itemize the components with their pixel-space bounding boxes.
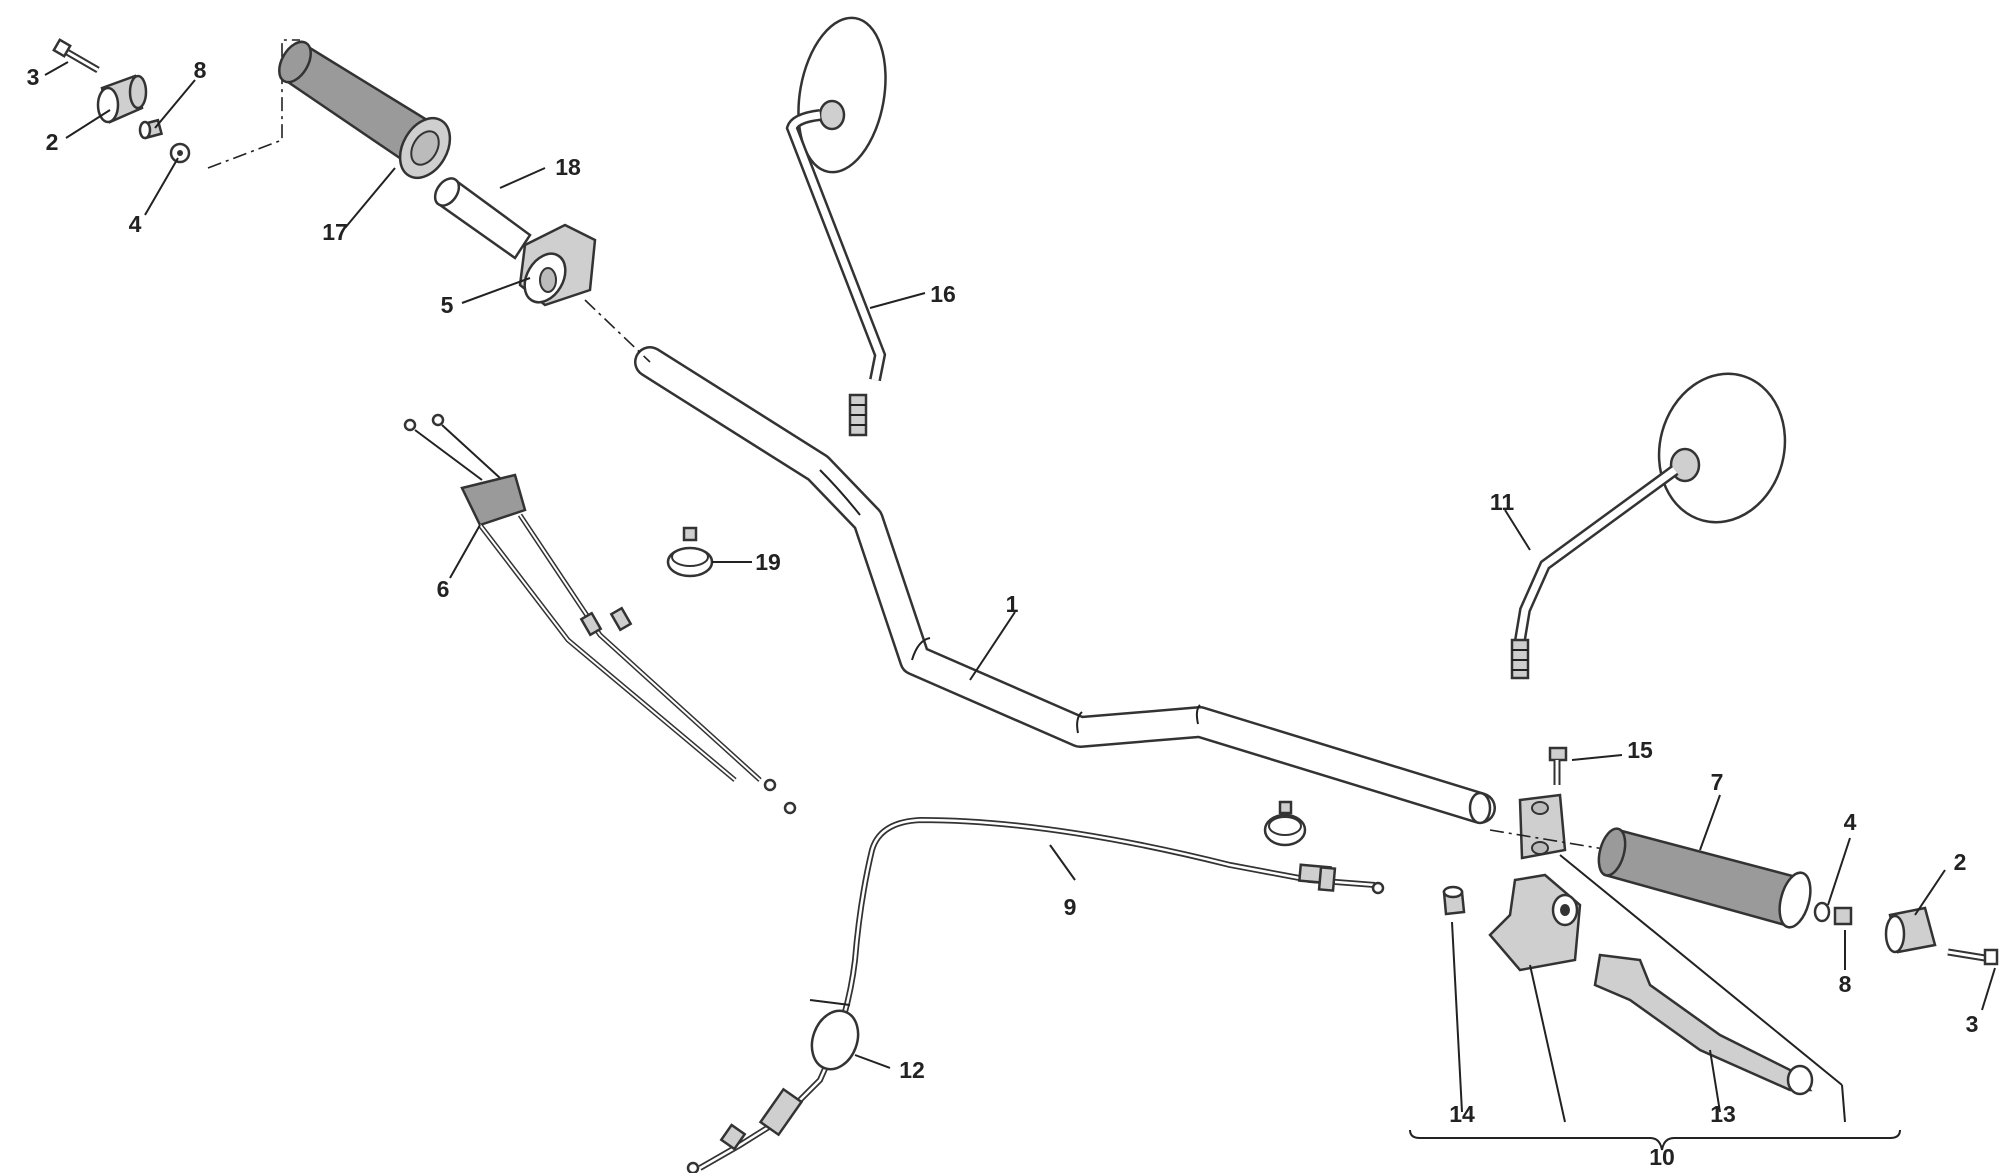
callout-4-washer-right: 4 — [1844, 809, 1857, 835]
callout-17-grip-left: 17 — [322, 219, 348, 245]
right-washer — [1813, 901, 1831, 923]
callout-10-clutch-assembly: 10 — [1649, 1144, 1675, 1170]
callout-15-clamp-screw: 15 — [1627, 737, 1653, 763]
left-mirror — [785, 16, 887, 437]
callout-16-mirror-left: 16 — [930, 281, 956, 307]
callout-5-throttle-housing: 5 — [441, 292, 454, 318]
left-washer — [169, 142, 191, 164]
clamp-screw — [1548, 746, 1568, 785]
handlebar — [634, 346, 1496, 825]
right-spacer — [1833, 906, 1853, 926]
throttle-cables — [403, 413, 797, 815]
callout-4-washer-left: 4 — [129, 211, 142, 237]
left-axis-line — [207, 39, 300, 169]
callout-11-mirror-right: 11 — [1490, 489, 1515, 515]
callout-1-bar: 1 — [1006, 591, 1019, 617]
left-grip — [278, 40, 452, 180]
callout-18-throttle-tube: 18 — [555, 154, 581, 180]
callout-19-band-clamp: 19 — [755, 549, 781, 575]
band-clamp — [666, 526, 714, 578]
throttle-housing — [518, 223, 597, 307]
left-bar-end-weight — [96, 74, 148, 124]
cable-clip — [809, 999, 860, 1071]
left-bar-end-screw — [52, 38, 100, 74]
callout-6-throttle-cable: 6 — [437, 576, 450, 602]
callout-2-weight-right: 2 — [1954, 849, 1967, 875]
right-grip — [1597, 827, 1812, 929]
callout-3-screw-right: 3 — [1966, 1011, 1979, 1037]
clutch-cable — [686, 816, 1385, 1173]
callout-3-screw-left: 3 — [27, 64, 40, 90]
throttle-axis-line — [584, 299, 651, 363]
right-bar-end-screw — [1947, 948, 1999, 966]
clutch-master-body — [1488, 873, 1582, 972]
callout-8-spacer-left: 8 — [194, 57, 207, 83]
callout-9-clutch-cable: 9 — [1064, 894, 1077, 920]
group-bracket — [1409, 1129, 1901, 1151]
callout-7-grip-right: 7 — [1711, 769, 1724, 795]
callout-8-spacer-right: 8 — [1839, 971, 1852, 997]
callout-14-bushing: 14 — [1449, 1101, 1475, 1127]
right-bar-end-weight — [1884, 906, 1937, 954]
callout-12-clip: 12 — [899, 1057, 925, 1083]
clutch-clamp — [1518, 793, 1567, 860]
band-clamp-2 — [1263, 800, 1307, 847]
callout-13-lever: 13 — [1710, 1101, 1736, 1127]
right-mirror — [1510, 372, 1787, 680]
leader-lines — [44, 61, 1996, 1123]
clutch-lever — [1593, 953, 1814, 1096]
throttle-tube — [433, 177, 532, 260]
bushing — [1442, 885, 1466, 916]
callout-2-weight-left: 2 — [46, 129, 59, 155]
right-axis-line — [1489, 829, 1611, 851]
